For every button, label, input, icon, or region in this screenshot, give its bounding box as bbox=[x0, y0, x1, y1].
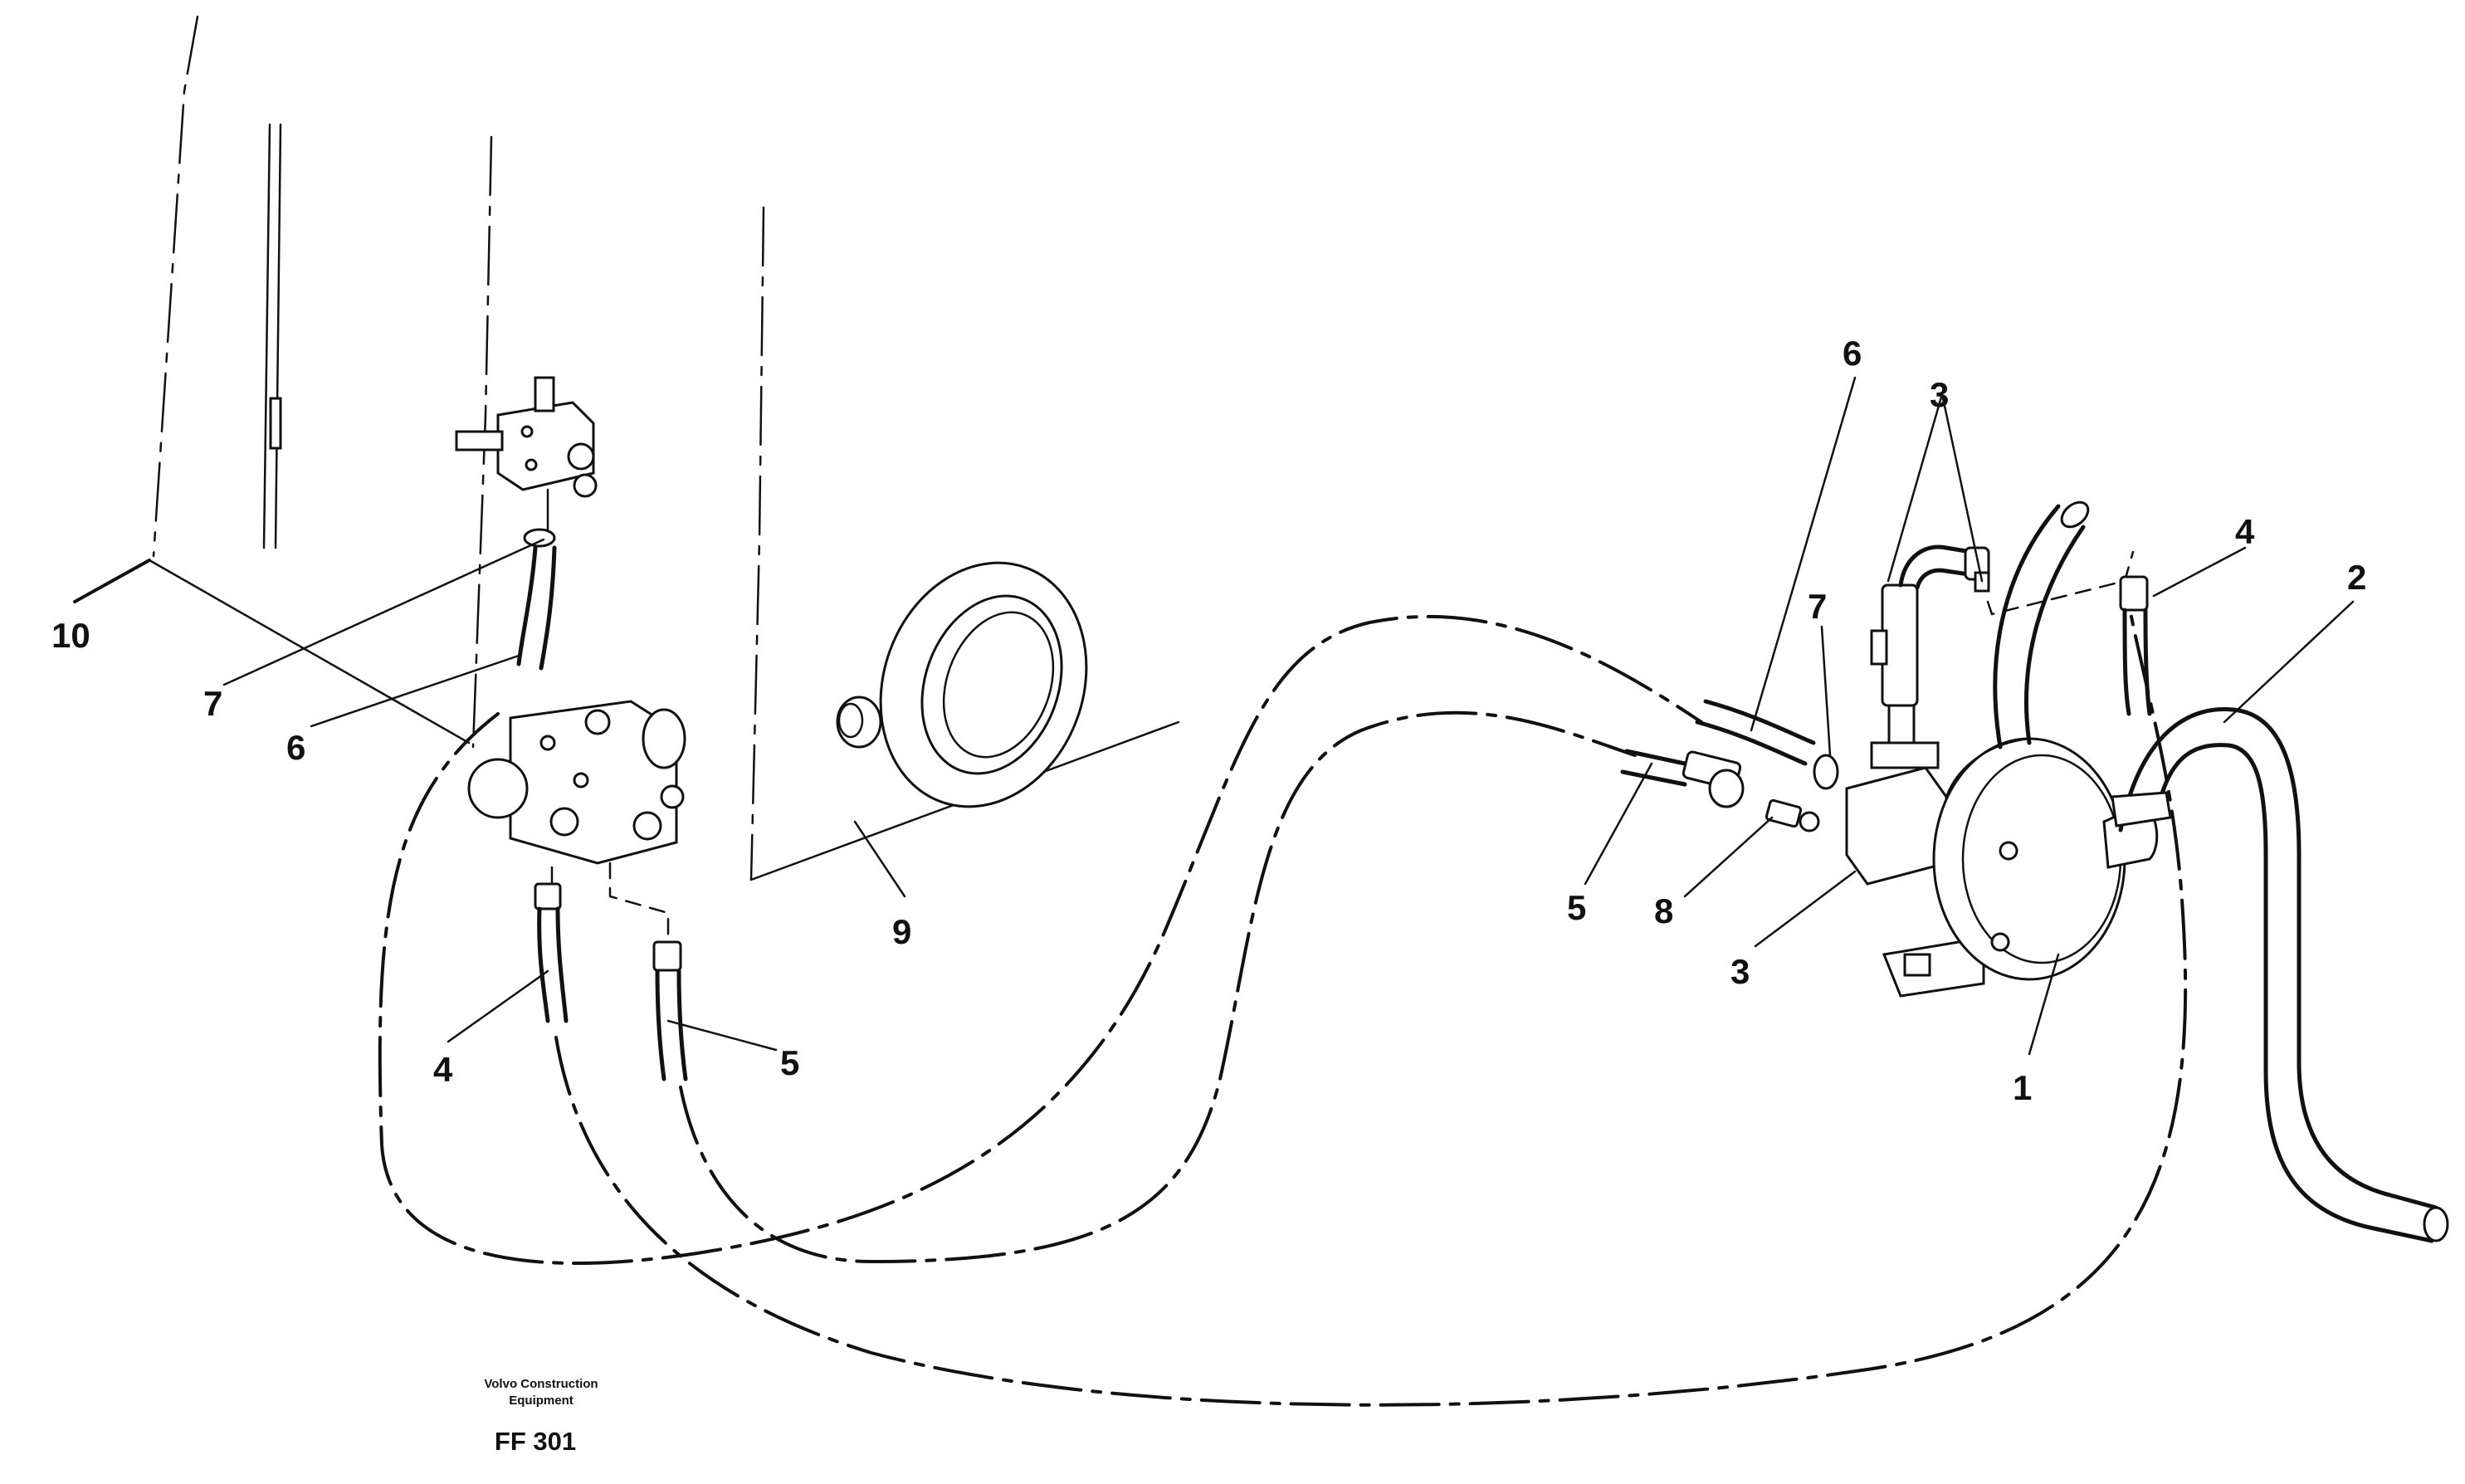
upper-valve-block bbox=[455, 376, 598, 533]
pump-dash-link bbox=[1986, 550, 2135, 616]
callout-6-left: 6 bbox=[286, 728, 305, 767]
callout-1: 1 bbox=[2013, 1068, 2032, 1107]
fitting-8 bbox=[1765, 798, 1820, 832]
credit-line-1: Volvo Construction bbox=[484, 1377, 598, 1391]
callouts: 10 7 6 4 5 9 6 3 7 4 2 5 8 3 1 bbox=[51, 334, 2366, 1107]
drawing-code: FF 301 bbox=[495, 1427, 576, 1456]
lower-valve-block bbox=[467, 700, 686, 865]
callout-7-left: 7 bbox=[203, 684, 222, 723]
left-hose-6 bbox=[516, 545, 557, 671]
pump-assembly bbox=[1845, 500, 2159, 998]
callout-8: 8 bbox=[1654, 891, 1673, 930]
right-hose-6 bbox=[1695, 699, 1816, 766]
right-hose-5 bbox=[1620, 749, 1745, 808]
credit-block: Volvo Construction Equipment FF 301 bbox=[484, 1377, 598, 1456]
left-hose-4 bbox=[534, 866, 569, 1023]
right-hose-4 bbox=[2119, 575, 2152, 716]
callout-2: 2 bbox=[2347, 558, 2366, 597]
tank-plug bbox=[836, 696, 882, 749]
left-hose-5 bbox=[608, 862, 688, 1081]
callout-5-left: 5 bbox=[780, 1043, 799, 1082]
callout-10: 10 bbox=[51, 616, 90, 655]
callout-4-right: 4 bbox=[2235, 512, 2255, 551]
callout-7-right: 7 bbox=[1808, 587, 1827, 626]
tank-flange bbox=[879, 561, 1088, 808]
callout-4-left: 4 bbox=[433, 1050, 453, 1089]
left-clamp bbox=[523, 528, 556, 548]
callout-6-right: 6 bbox=[1843, 334, 1862, 373]
large-hose-2 bbox=[2111, 706, 2449, 1243]
leader-lines bbox=[73, 376, 2355, 1056]
callout-9: 9 bbox=[892, 912, 911, 951]
credit-line-2: Equipment bbox=[509, 1394, 574, 1408]
machine-frame bbox=[152, 15, 493, 749]
callout-3-top: 3 bbox=[1930, 375, 1949, 414]
callout-5-right: 5 bbox=[1567, 888, 1586, 927]
right-clamp-7 bbox=[1813, 754, 1839, 790]
callout-3-bottom: 3 bbox=[1730, 952, 1750, 991]
hose-loops bbox=[378, 579, 2188, 1407]
tank-body bbox=[749, 206, 1180, 881]
